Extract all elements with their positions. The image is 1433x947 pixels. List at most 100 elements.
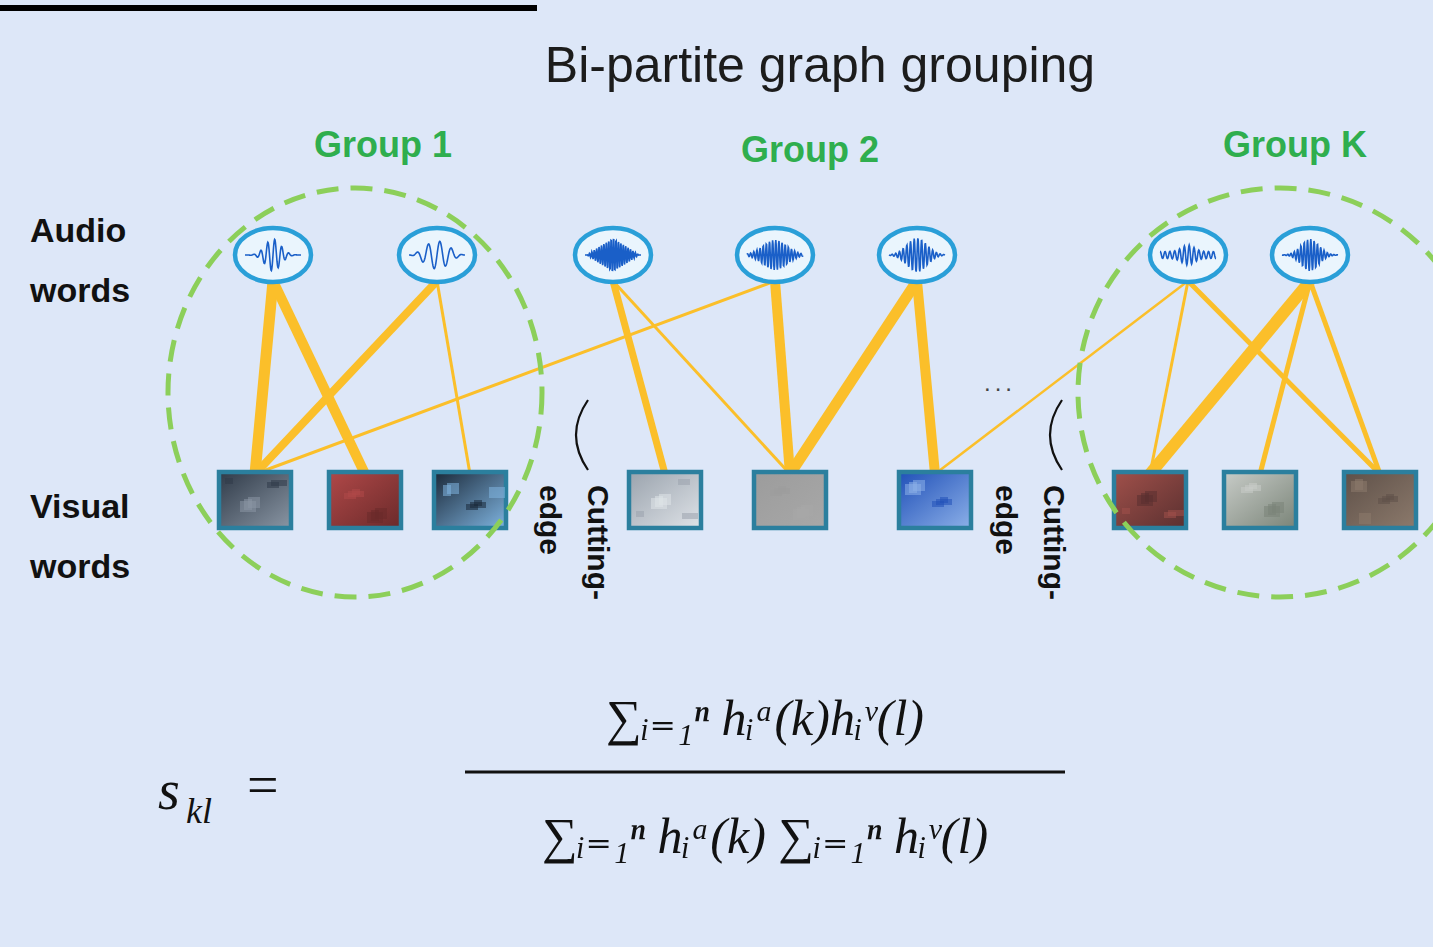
co-occurrence-line: [1150, 281, 1310, 474]
group-label: Group K: [1223, 124, 1367, 166]
visual-word: [1344, 472, 1416, 528]
patch-texture: [770, 490, 782, 496]
patch-texture: [1137, 495, 1153, 506]
cut-bracket: [1050, 400, 1062, 470]
row-label: Visual words: [30, 476, 130, 596]
co-occurrence-line: [1260, 281, 1310, 474]
ellipsis: ...: [984, 369, 1016, 397]
waveform: [1160, 245, 1216, 265]
visual-word-patch: [1224, 472, 1296, 528]
formula-denominator: ∑ᵢ₌₁ⁿ hᵢᵃ(k) ∑ᵢ₌₁ⁿ hᵢᵛ(l): [542, 807, 988, 865]
visual-word: [219, 472, 291, 528]
patch-texture: [651, 498, 667, 509]
patch-texture: [793, 509, 809, 520]
audio-word-ellipse: [737, 228, 813, 282]
patch-texture: [1378, 498, 1390, 504]
patch-texture: [682, 513, 698, 519]
patch-texture: [1264, 506, 1280, 517]
cut-label: Cutting-edge: [982, 485, 1078, 600]
diagram-title: Bi-partite graph grouping: [545, 36, 1095, 94]
audio-word: [1272, 228, 1348, 282]
group-region: Group K: [1075, 185, 1433, 600]
patch-texture: [489, 487, 505, 498]
co-occurrence-line: [255, 281, 775, 474]
formula-numerator: ∑ᵢ₌₁ⁿ hᵢᵃ(k)hᵢᵛ(l): [606, 689, 924, 747]
patch-texture: [1241, 487, 1253, 493]
formula-symbol: s: [158, 758, 180, 822]
audio-word-ellipse: [235, 228, 311, 282]
visual-word-patch: [1344, 472, 1416, 528]
patch-texture: [466, 504, 478, 510]
group-region: Group 1: [165, 185, 545, 600]
waveform: [585, 240, 641, 271]
cut-label: Cutting-edge: [526, 485, 622, 600]
visual-word-patch: [754, 472, 826, 528]
visual-word: [329, 472, 401, 528]
group-outline: [1075, 185, 1433, 600]
group-label: Group 2: [741, 129, 879, 171]
group-label: Group 1: [314, 124, 452, 166]
audio-word-ellipse: [1272, 228, 1348, 282]
fraction-bar: [465, 771, 1065, 774]
patch-texture: [678, 479, 690, 485]
patch-texture: [443, 485, 451, 496]
co-occurrence-line: [935, 281, 1188, 474]
co-occurrence-line: [255, 281, 437, 474]
waveform: [747, 240, 803, 270]
visual-word: [1224, 472, 1296, 528]
patch-texture: [932, 501, 944, 507]
row-label: Audio words: [30, 200, 130, 320]
audio-word: [235, 228, 311, 282]
patch-texture: [1122, 508, 1130, 514]
visual-word-patch: [219, 472, 291, 528]
visual-word: [434, 472, 506, 528]
visual-word-patch: [629, 472, 701, 528]
waveform: [1282, 239, 1338, 271]
patch-texture: [905, 484, 921, 495]
top-rule: [0, 5, 537, 11]
patch-texture: [1164, 512, 1176, 518]
audio-word: [1150, 228, 1226, 282]
waveform: [245, 239, 301, 270]
co-occurrence-line: [437, 281, 470, 474]
waveform: [409, 241, 465, 268]
audio-word-ellipse: [399, 228, 475, 282]
co-occurrence-line: [1150, 281, 1188, 474]
audio-word: [399, 228, 475, 282]
waveform: [889, 238, 945, 271]
formula-subscript: kl: [186, 790, 212, 832]
co-occurrence-line: [255, 281, 273, 474]
audio-words: [235, 228, 1348, 282]
visual-word-patch: [1114, 472, 1186, 528]
visual-word: [899, 472, 971, 528]
patch-texture: [344, 493, 356, 499]
patch-texture: [1351, 481, 1367, 492]
patch-texture: [636, 511, 644, 517]
co-occurrence-line: [790, 281, 917, 474]
audio-word: [575, 228, 651, 282]
visual-words: [219, 472, 1416, 528]
formula-equals: =: [247, 753, 279, 817]
cut-bracket: [576, 400, 588, 470]
co-occurrence-lines: [255, 281, 1380, 474]
audio-word-ellipse: [575, 228, 651, 282]
co-occurrence-line: [613, 281, 790, 474]
co-occurrence-line: [917, 281, 935, 474]
dashed-ellipse: [168, 188, 542, 597]
visual-word: [1114, 472, 1186, 528]
visual-word-patch: [329, 472, 401, 528]
patch-texture: [267, 482, 279, 488]
patch-texture: [225, 478, 233, 484]
co-occurrence-line: [1310, 281, 1380, 474]
dashed-ellipse: [1078, 188, 1433, 597]
visual-word: [754, 472, 826, 528]
visual-word-patch: [899, 472, 971, 528]
visual-word: [629, 472, 701, 528]
visual-word-patch: [434, 472, 506, 528]
audio-word-ellipse: [879, 228, 955, 282]
patch-texture: [1359, 513, 1371, 524]
co-occurrence-line: [775, 281, 790, 474]
patch-texture: [367, 512, 383, 523]
